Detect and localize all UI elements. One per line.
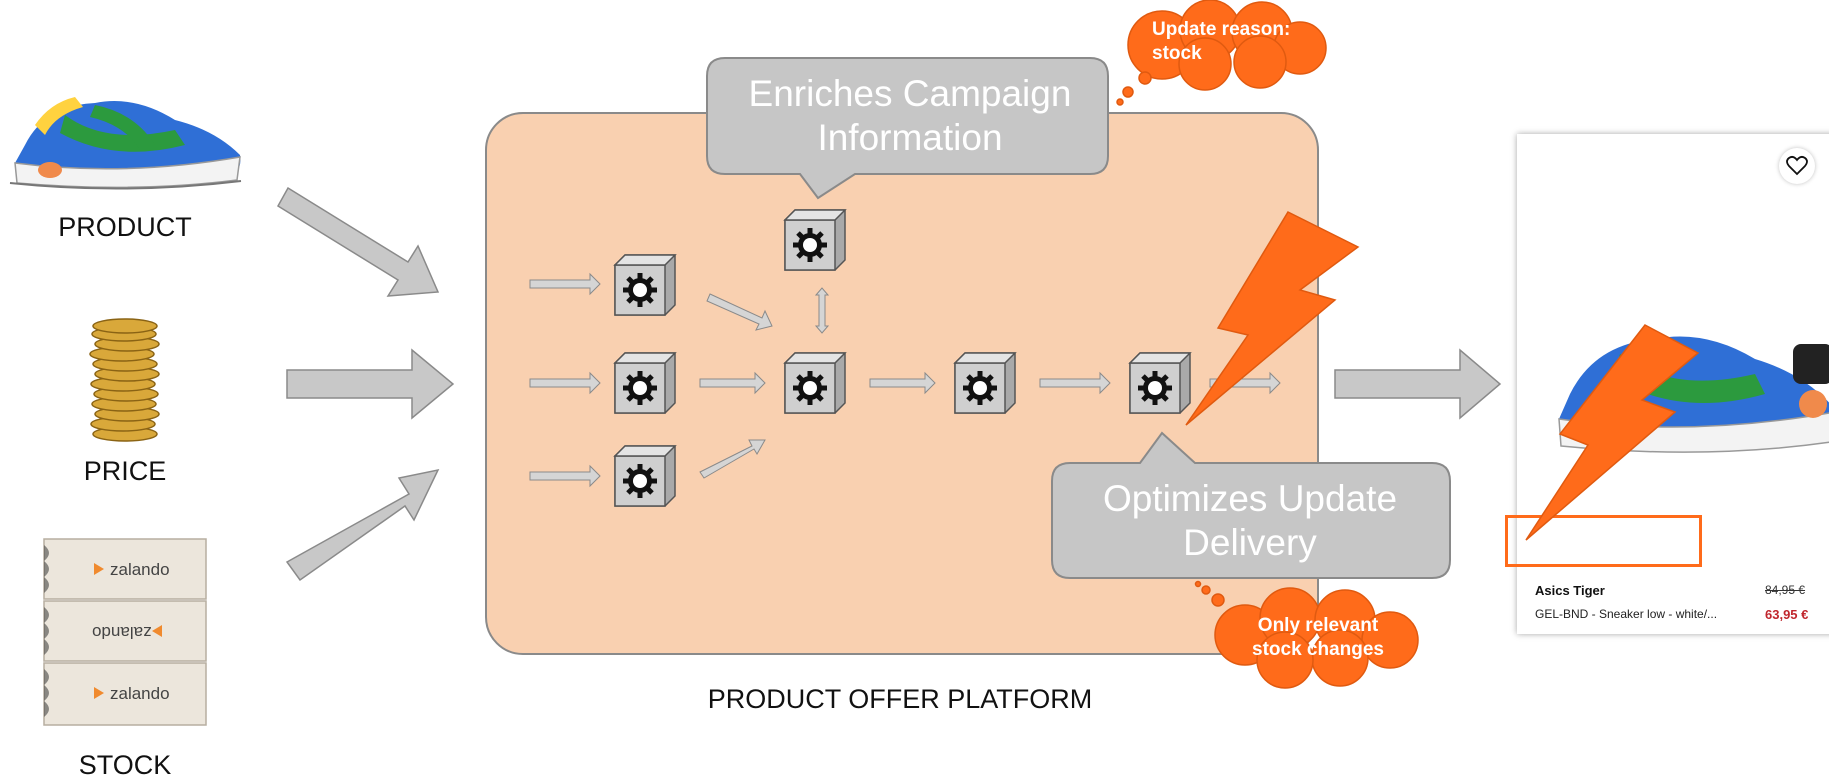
relevant-changes-cloud: [1194, 580, 1419, 689]
flow-arrow-6: [699, 371, 766, 395]
price-label: PRICE: [83, 456, 167, 486]
flow-arrow-8: [1039, 371, 1111, 395]
flow-arrow-5: [699, 439, 766, 479]
old-price: 84,95 €: [1765, 583, 1806, 597]
product-brand: Asics Tiger: [1535, 583, 1605, 598]
box-brand-top: zalando: [110, 560, 170, 579]
box-brand-bottom: zalando: [110, 684, 170, 703]
new-price: 63,95 €: [1765, 607, 1809, 622]
optimize-text: Optimizes Update Delivery: [1102, 478, 1398, 563]
lightning-icon: [1185, 211, 1360, 426]
coin-stack-image: [89, 318, 160, 442]
price-highlight-box: [1505, 515, 1702, 567]
update-reason-text: Update reason: stock: [1152, 19, 1291, 64]
flow-arrow-4: [706, 293, 773, 331]
update-reason-cloud: [1116, 0, 1327, 106]
product-label: PRODUCT: [58, 212, 192, 242]
flow-arrow-1: [529, 272, 601, 296]
enrich-bubble: [706, 57, 1109, 200]
output-arrow: [1334, 348, 1502, 420]
wishlist-button[interactable]: [1779, 148, 1815, 184]
flow-arrow-3: [529, 464, 601, 488]
stock-arrow: [285, 468, 440, 582]
product-name: GEL-BND - Sneaker low - white/...: [1535, 607, 1718, 621]
relevant-changes-text: Only relevant stock changes: [1252, 615, 1384, 660]
platform-label: PRODUCT OFFER PLATFORM: [707, 684, 1093, 714]
stock-label: STOCK: [78, 750, 172, 780]
shoe-box-stack-image: [43, 538, 207, 726]
optimize-bubble: [1051, 431, 1451, 579]
flow-arrow-vertical: [814, 287, 830, 334]
product-arrow: [276, 186, 440, 297]
flow-arrow-2: [529, 371, 601, 395]
price-arrow: [286, 348, 455, 420]
flow-arrow-7: [869, 371, 936, 395]
enrich-text: Enriches Campaign Information: [748, 73, 1072, 158]
sneaker-image: [9, 97, 242, 190]
heart-icon: [1786, 155, 1808, 176]
